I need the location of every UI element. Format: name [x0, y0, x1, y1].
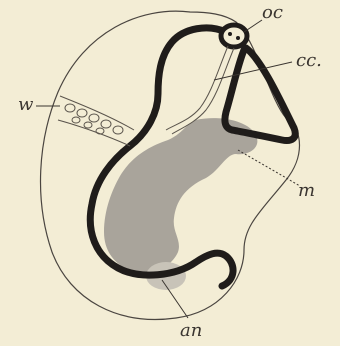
leader-m [238, 150, 300, 186]
leader-cc [214, 62, 292, 80]
label-cc: cc. [296, 50, 322, 71]
label-an: an [180, 320, 202, 341]
label-m: m [298, 180, 315, 201]
gut-mass [104, 118, 257, 273]
leader-oc [244, 20, 262, 32]
label-w: w [18, 94, 34, 115]
w-band [58, 96, 134, 146]
label-oc: oc [262, 2, 283, 23]
oc-organ [221, 25, 247, 47]
